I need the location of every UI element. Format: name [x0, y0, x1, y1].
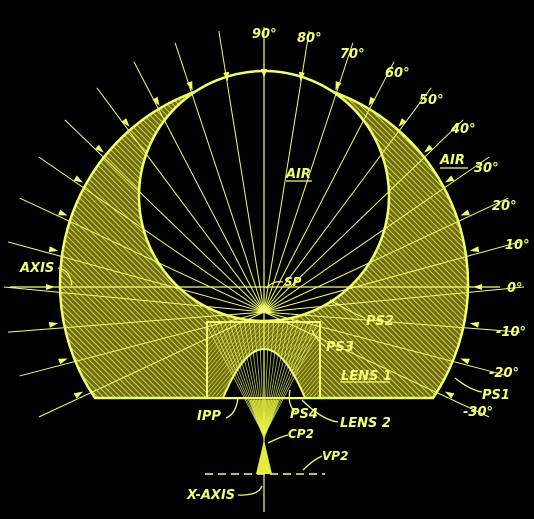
x-axis-label: X-AXIS — [186, 488, 235, 503]
fan-ray — [204, 321, 265, 437]
angle-label-80: 80° — [297, 31, 322, 46]
ps4-label: PS4 — [290, 407, 318, 422]
ray-arrowhead — [223, 71, 230, 82]
ipp-leader — [225, 397, 239, 419]
fan-ray — [263, 321, 319, 437]
angle-label-60: 60° — [385, 66, 410, 81]
fan-ray — [209, 321, 265, 437]
ray-line — [263, 197, 509, 313]
angle-labels: 90° 80° 70° 60° 50° 40° 30° 20° 10° 0° -… — [252, 27, 530, 420]
ray-line — [7, 241, 265, 313]
ray-arrowhead — [368, 96, 376, 107]
ray-arrowhead — [58, 358, 68, 365]
ray-arrowhead — [444, 175, 455, 183]
ps2-label: PS2 — [366, 314, 394, 329]
angle-label-minus20: -20° — [489, 366, 519, 381]
ps1-leader — [454, 377, 483, 393]
ray-line — [263, 241, 521, 313]
fan-ray — [263, 321, 324, 437]
vp2-label: VP2 — [322, 449, 348, 463]
sp-label: SP — [284, 275, 302, 289]
sp-leader — [265, 280, 284, 289]
ray-line — [263, 61, 395, 313]
ray-line — [7, 311, 265, 333]
ray-line — [263, 311, 521, 333]
ps1-label: PS1 — [482, 388, 510, 403]
ray-line — [263, 156, 490, 313]
ray-arrowhead — [95, 144, 104, 153]
ray-line — [133, 61, 265, 313]
ray-line — [263, 119, 464, 313]
angle-label-50: 50° — [419, 93, 444, 108]
ray-line — [263, 42, 354, 313]
angle-label-minus10: -10° — [496, 325, 526, 340]
ray-line — [38, 311, 265, 418]
ps2-leader — [329, 299, 366, 319]
angle-label-40: 40° — [450, 122, 476, 137]
ray-line — [96, 87, 265, 313]
incoming-ray-arrows — [46, 69, 482, 399]
ray-arrowhead — [121, 118, 130, 127]
xaxis-leader — [237, 485, 263, 496]
ray-arrowhead — [424, 144, 433, 153]
ray-arrowhead — [469, 321, 480, 328]
lens2-leader — [301, 399, 339, 423]
ray-line — [263, 311, 490, 418]
cp2-cone — [249, 400, 279, 440]
axis-label: AXIS — [19, 261, 54, 276]
ray-arrowhead — [186, 81, 193, 91]
ps3-leader — [311, 329, 326, 347]
vp2-leader — [302, 455, 323, 471]
ray-arrowhead — [58, 209, 68, 216]
axis-leader — [57, 267, 73, 286]
angle-label-70: 70° — [340, 47, 365, 62]
ray-arrowhead — [73, 175, 84, 183]
ps3-label: PS3 — [326, 340, 354, 355]
ray-arrowhead — [152, 96, 160, 107]
air-outer-label: AIR — [439, 153, 465, 168]
ray-line — [3, 286, 265, 313]
angle-label-20: 20° — [492, 199, 517, 214]
angle-label-0: 0° — [507, 281, 523, 296]
lens1-label: LENS 1 — [341, 369, 392, 384]
angle-label-90: 90° — [252, 27, 277, 42]
ipp-label: IPP — [197, 409, 221, 424]
ray-line — [263, 87, 432, 313]
ray-line — [38, 156, 265, 313]
ray-arrowhead — [73, 391, 84, 399]
ps4-leader — [288, 389, 297, 413]
air-inner-label: AIR — [285, 167, 311, 182]
ray-arrowhead — [460, 358, 470, 365]
ray-arrowhead — [298, 71, 305, 82]
ray-lines — [3, 27, 525, 418]
ray-line — [64, 119, 265, 313]
angle-label-30: 30° — [474, 161, 499, 176]
ray-arrowhead — [460, 209, 470, 216]
angle-label-10: 10° — [505, 238, 530, 253]
ray-arrowhead — [469, 246, 480, 253]
ray-line — [19, 311, 265, 377]
ray-arrowhead — [48, 321, 59, 328]
ray-line — [19, 197, 265, 313]
ray-line — [263, 311, 509, 377]
ray-arrowhead — [335, 81, 342, 91]
cp2-label: CP2 — [288, 427, 314, 441]
ray-line — [263, 286, 525, 313]
ray-line — [174, 42, 265, 313]
lens2-label: LENS 2 — [340, 416, 391, 431]
angle-label-minus30: -30° — [463, 405, 493, 420]
cp2-leader — [267, 434, 289, 444]
ray-arrowhead — [48, 246, 59, 253]
vp2-cone — [256, 440, 272, 474]
ray-arrowhead — [444, 391, 455, 399]
ray-arrowhead — [398, 118, 407, 127]
